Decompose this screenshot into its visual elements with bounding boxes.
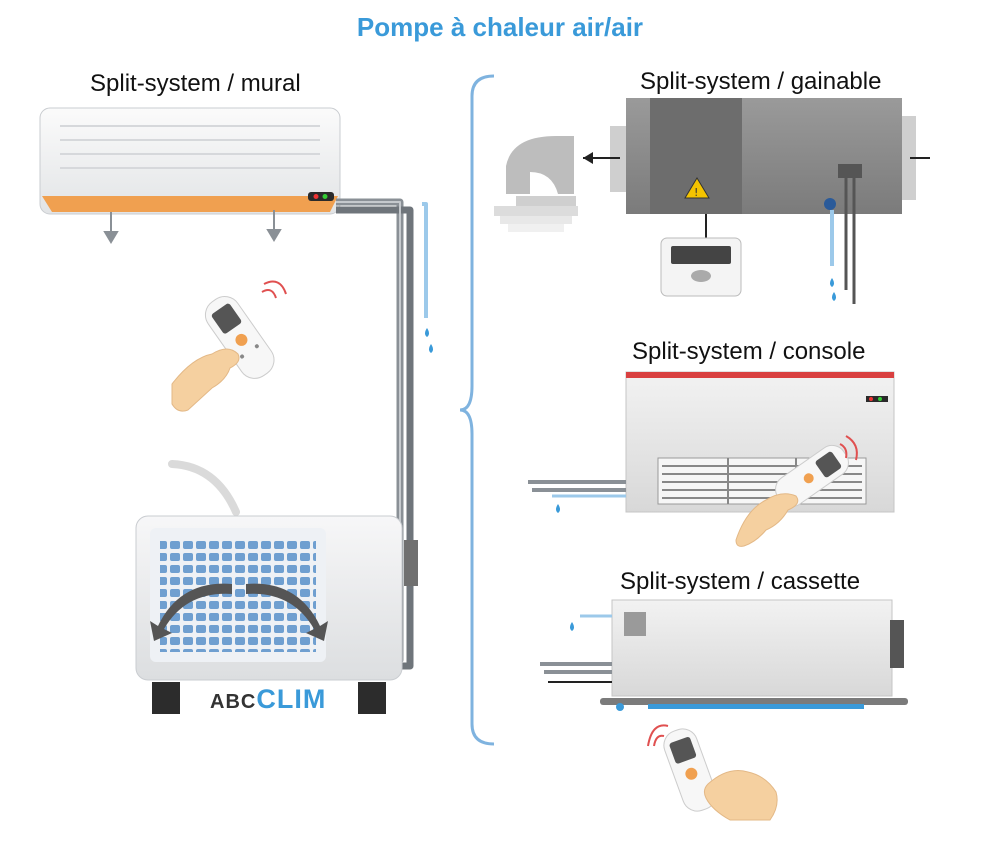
hand-icon xyxy=(735,493,799,547)
warning-icon xyxy=(684,177,710,199)
hand-icon xyxy=(703,770,778,821)
remote-control-icon xyxy=(775,444,849,508)
page-title: Pompe à chaleur air/air xyxy=(356,12,644,42)
signal-waves-icon xyxy=(261,280,287,299)
console-unit xyxy=(528,371,895,513)
water-drop-icon xyxy=(556,504,560,513)
logo-clim: CLIM xyxy=(256,684,327,714)
signal-waves-icon xyxy=(647,724,669,747)
wall-thermostat-icon xyxy=(660,237,742,297)
water-drop-icon xyxy=(830,278,836,301)
ceiling-diffuser-icon xyxy=(494,136,578,232)
status-led-icon xyxy=(313,194,319,199)
outdoor-unit xyxy=(135,460,403,714)
brand-logo: ABCCLIM xyxy=(210,684,326,715)
signal-waves-icon xyxy=(839,435,858,461)
hand-icon xyxy=(171,348,240,412)
wall-unit xyxy=(39,107,341,244)
ducted-unit: ! xyxy=(583,98,930,304)
water-drop-icon xyxy=(570,622,574,631)
arrow-left-icon xyxy=(583,152,593,164)
brace-icon xyxy=(459,74,495,746)
logo-abc: ABC xyxy=(210,691,257,713)
label-gainable: Split-system / gainable xyxy=(640,68,882,95)
svg-text:!: ! xyxy=(694,186,698,199)
remote-control-icon xyxy=(663,728,717,812)
water-drop-icon xyxy=(425,328,433,353)
fan-arrow-icon xyxy=(150,583,328,641)
label-console: Split-system / console xyxy=(632,338,866,365)
label-mural: Split-system / mural xyxy=(90,70,301,97)
cassette-unit xyxy=(540,599,908,711)
airflow-arrow-icon xyxy=(103,210,282,244)
remote-control-icon xyxy=(204,296,275,379)
label-cassette: Split-system / cassette xyxy=(620,568,861,595)
